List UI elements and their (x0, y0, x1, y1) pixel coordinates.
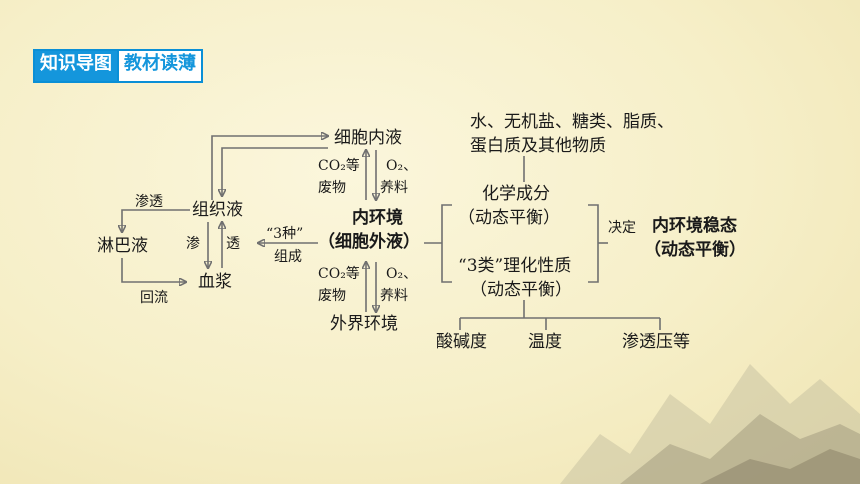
label-homeostasis-dynamic: （动态平衡） (644, 240, 746, 260)
label-chemical-dynamic: （动态平衡） (458, 208, 560, 228)
arrow-intracellular-to-tissue (222, 147, 328, 196)
decorative-landscape (560, 364, 860, 484)
label-co2-bottom: CO₂等 (318, 266, 360, 282)
node-tissue-fluid: 组织液 (192, 200, 243, 220)
label-three-kinds: “3种” (266, 226, 304, 242)
label-decide: 决定 (608, 220, 636, 236)
node-intracellular: 细胞内液 (334, 128, 402, 148)
label-o2-top: O₂、 (386, 158, 418, 174)
label-waste-bottom: 废物 (318, 288, 346, 304)
section-header: 知识导图 教材读薄 (33, 49, 203, 83)
arrow-tissue-to-intracellular (211, 136, 328, 200)
text-substances-line2: 蛋白质及其他物质 (470, 136, 606, 156)
label-waste-top: 废物 (318, 180, 346, 196)
node-external-environment: 外界环境 (330, 314, 398, 334)
node-physicochemical: “3类”理化性质 (458, 256, 572, 276)
brace-decide (588, 204, 599, 283)
arrow-lymph-to-plasma (121, 258, 186, 282)
label-nutrient-bottom: 养料 (380, 288, 408, 304)
label-o2-bottom: O₂、 (386, 266, 418, 282)
node-osmotic-pressure: 渗透压等 (622, 332, 690, 352)
text-substances-line1: 水、无机盐、糖类、脂质、 (470, 112, 674, 132)
label-extracellular-fluid: （细胞外液） (318, 232, 420, 252)
arrow-tissue-to-lymph (122, 209, 190, 232)
label-physical-dynamic: （动态平衡） (470, 280, 572, 300)
node-plasma: 血浆 (198, 272, 232, 292)
node-ph: 酸碱度 (436, 332, 487, 352)
label-nutrient-top: 养料 (380, 180, 408, 196)
tab-knowledge-map[interactable]: 知识导图 (35, 51, 117, 81)
label-co2-top: CO₂等 (318, 158, 360, 174)
brace-properties (441, 204, 452, 283)
node-lymph: 淋巴液 (97, 236, 148, 256)
node-temperature: 温度 (528, 332, 562, 352)
label-reflux: 回流 (140, 290, 168, 306)
node-internal-environment: 内环境 (352, 208, 403, 228)
node-homeostasis: 内环境稳态 (652, 216, 737, 236)
label-compose: 组成 (274, 249, 302, 265)
tab-textbook-reading[interactable]: 教材读薄 (117, 51, 201, 81)
label-osmosis-3: 透 (226, 236, 240, 252)
label-osmosis-2: 渗 (186, 236, 200, 252)
label-osmosis-1: 渗透 (135, 194, 163, 210)
node-chemical-composition: 化学成分 (482, 184, 550, 204)
